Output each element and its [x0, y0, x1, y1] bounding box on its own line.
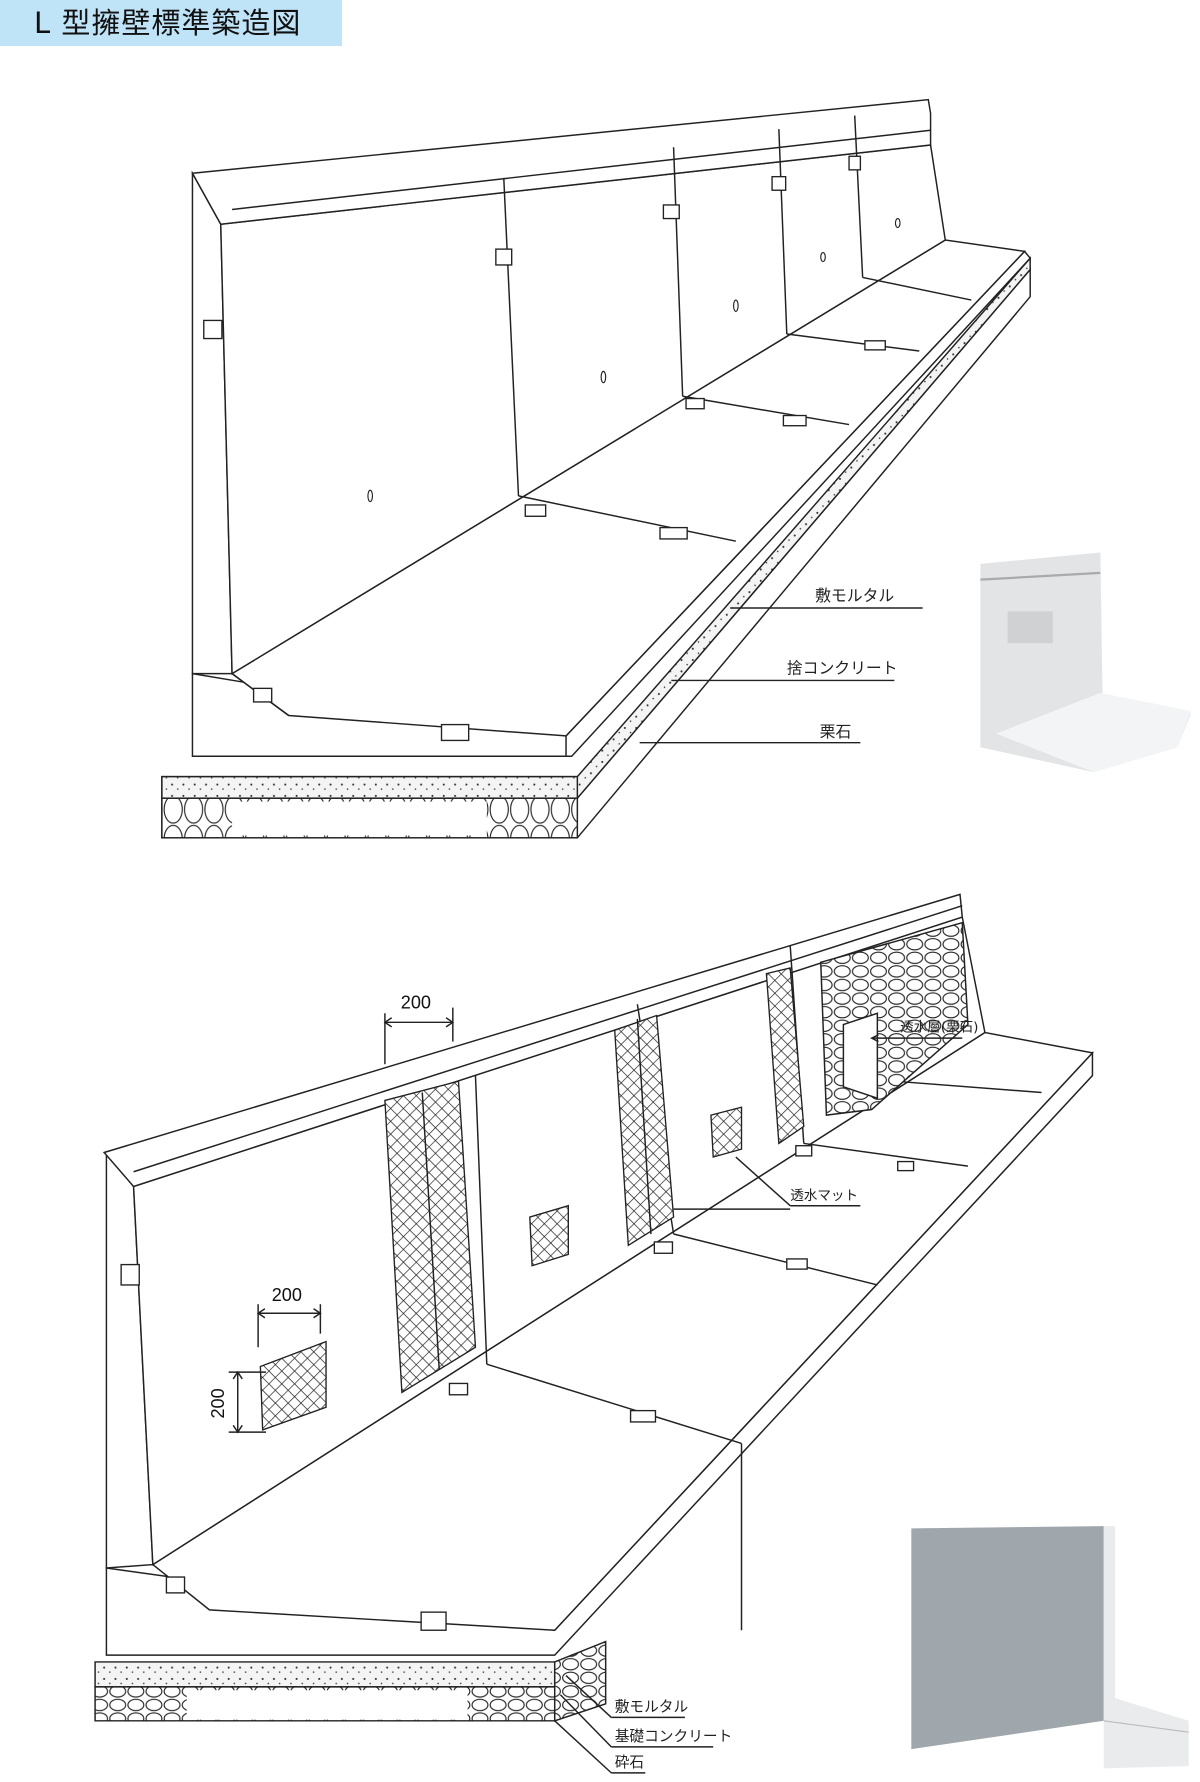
permeable-mat-strip	[384, 1080, 477, 1394]
dimension-patch-height: 200	[208, 1388, 228, 1418]
product-photo-2	[911, 1526, 1189, 1769]
diagram-2-l-wall-with-drainage: 200 200 200 透水層(栗石) 透水マット 敷モルタル 基礎コンクリート…	[94, 893, 1094, 1774]
label-permeable-layer: 透水層(栗石)	[900, 1019, 979, 1035]
wall-cap	[102, 893, 964, 1188]
dimension-patch-width: 200	[272, 1285, 302, 1305]
label-mortar: 敷モルタル	[815, 586, 894, 605]
label-foundation-concrete: 基礎コンクリート	[615, 1728, 733, 1745]
label-rubble: 栗石	[820, 722, 852, 741]
diagram-1-l-wall: 敷モルタル 捨コンクリート 栗石	[161, 98, 1032, 839]
label-mortar-2: 敷モルタル	[615, 1698, 689, 1716]
dimension-top-width: 200	[401, 993, 431, 1013]
label-permeable-mat: 透水マット	[790, 1188, 858, 1204]
label-leveling-concrete: 捨コンクリート	[787, 659, 898, 678]
label-crushed-stone: 砕石	[615, 1754, 644, 1771]
permeable-mat-strip	[765, 967, 805, 1145]
permeable-patch	[259, 1340, 327, 1431]
product-photo-1	[980, 552, 1191, 773]
page-title: L 型擁壁標準築造図	[0, 0, 342, 46]
